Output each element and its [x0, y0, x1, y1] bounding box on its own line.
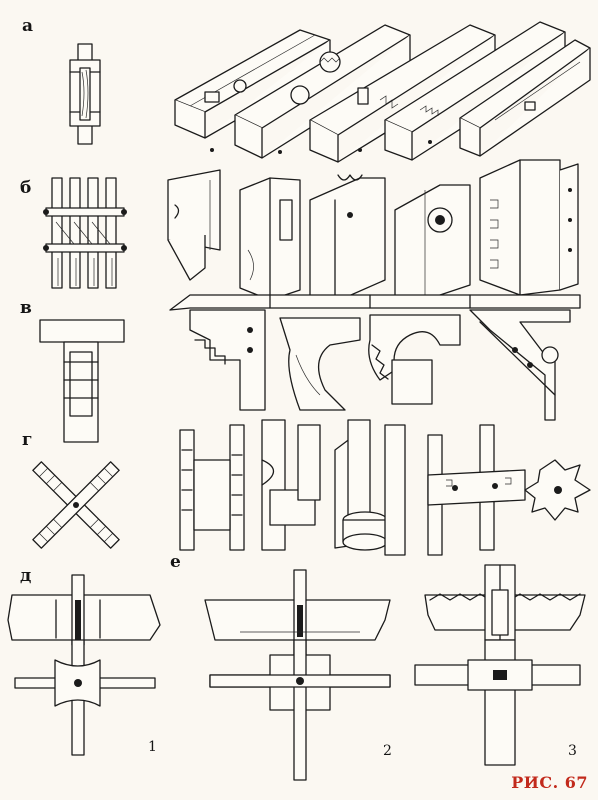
row-g-posts — [179, 419, 591, 556]
row-label-a: а — [22, 16, 34, 36]
row-a-left-detail — [69, 43, 101, 145]
row-label-e: е — [170, 552, 181, 572]
figure-caption: РИС. 67 — [511, 773, 588, 792]
row-label-g: г — [22, 430, 33, 450]
row-v-left-cantilever — [39, 319, 125, 443]
row-b-posts — [167, 159, 579, 303]
row-label-v: в — [20, 298, 32, 318]
panel-number-3: 3 — [568, 743, 577, 759]
row-e-panel-2 — [204, 569, 391, 781]
row-v-brackets — [169, 294, 581, 421]
row-e-panel-3 — [414, 564, 586, 766]
panel-number-1: 1 — [148, 739, 157, 755]
row-d-panel-1 — [7, 574, 161, 756]
row-g-left-cross — [32, 461, 120, 549]
row-label-b: б — [20, 178, 32, 198]
row-b-left-lattice — [43, 177, 127, 289]
row-label-d: д — [20, 566, 32, 586]
panel-number-2: 2 — [383, 743, 392, 759]
row-a-beams — [174, 21, 591, 163]
